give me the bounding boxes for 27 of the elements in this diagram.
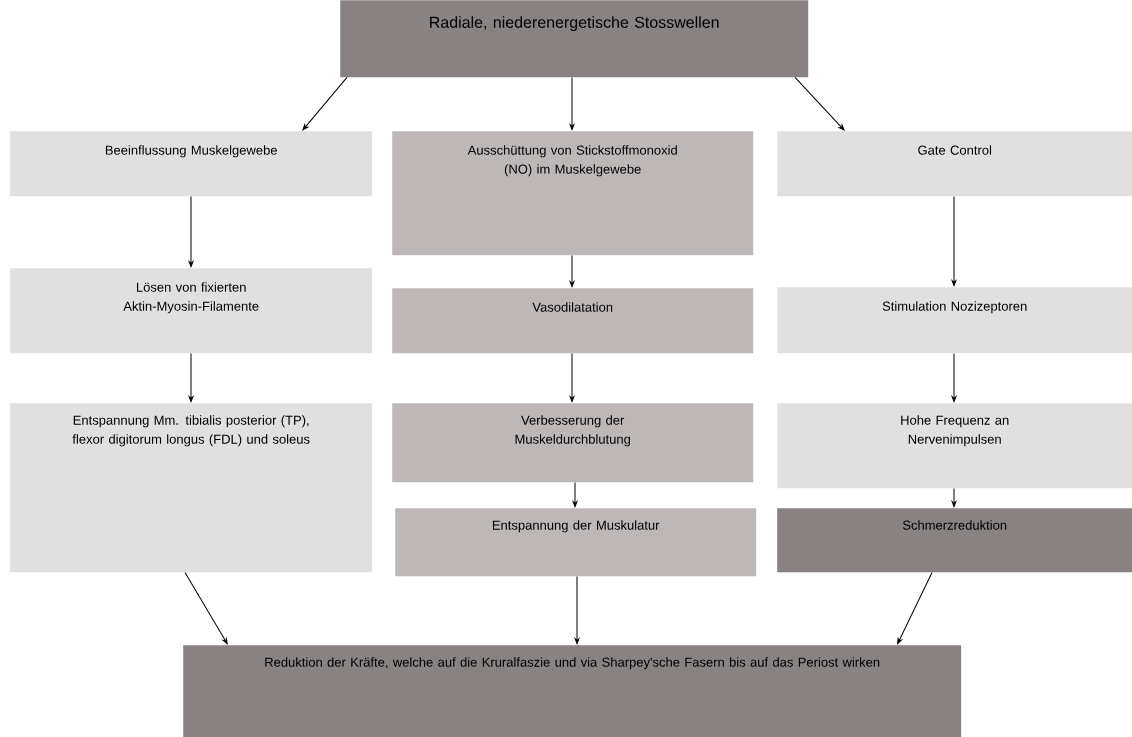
arrow <box>569 76 575 131</box>
arrow <box>302 76 348 131</box>
arrow <box>188 195 194 268</box>
arrow <box>794 76 845 131</box>
process-box: Verbesserung der Muskeldurchblutung <box>392 403 754 483</box>
arrow <box>569 254 575 288</box>
process-box: Hohe Frequenz an Nervenimpulsen <box>777 403 1132 489</box>
process-box: Entspannung Mm. tibialis posterior (TP), flexor digitorum longus (FDL) und soleus <box>10 403 373 573</box>
process-box: Reduktion der Kräfte, welche auf die Kruralfaszie und via Sharpey'sche Fasern bis auf das Periost wirken <box>183 645 962 737</box>
process-box: Ausschüttung von Stickstoffmonoxid (NO) im Muskelgewebe <box>392 131 754 256</box>
process-box: Beeinflussung Muskelgewebe <box>10 131 373 197</box>
arrow <box>572 481 578 508</box>
arrow <box>951 352 957 403</box>
process-box: Gate Control <box>777 131 1132 197</box>
process-box: Entspannung der Muskulatur <box>395 508 757 577</box>
arrow <box>897 571 933 645</box>
arrow <box>188 352 194 403</box>
arrow <box>574 575 580 645</box>
arrow <box>951 195 957 287</box>
process-box: Radiale, niederenergetische Stosswellen <box>340 0 809 78</box>
process-box: Lösen von fixierten Aktin-Myosin-Filamente <box>10 268 373 354</box>
arrow <box>569 352 575 403</box>
arrow <box>184 571 228 645</box>
arrow <box>951 487 957 508</box>
process-box: Vasodilatation <box>392 288 754 354</box>
process-box: Schmerzreduktion <box>777 508 1132 573</box>
process-box: Stimulation Nozizeptoren <box>777 287 1132 354</box>
